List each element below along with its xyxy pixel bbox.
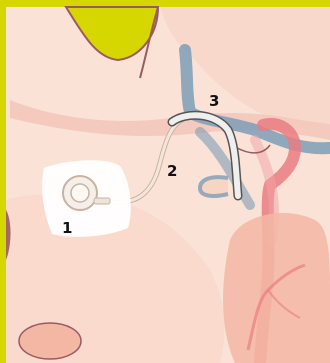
port-septum <box>71 184 89 202</box>
callout-3: 3 <box>209 92 219 110</box>
callout-2: 2 <box>167 162 177 180</box>
callout-1: 1 <box>62 219 72 237</box>
vessel-loop <box>200 177 228 196</box>
port-connector <box>94 198 110 204</box>
chest-oval <box>19 323 81 359</box>
heart <box>223 213 330 363</box>
